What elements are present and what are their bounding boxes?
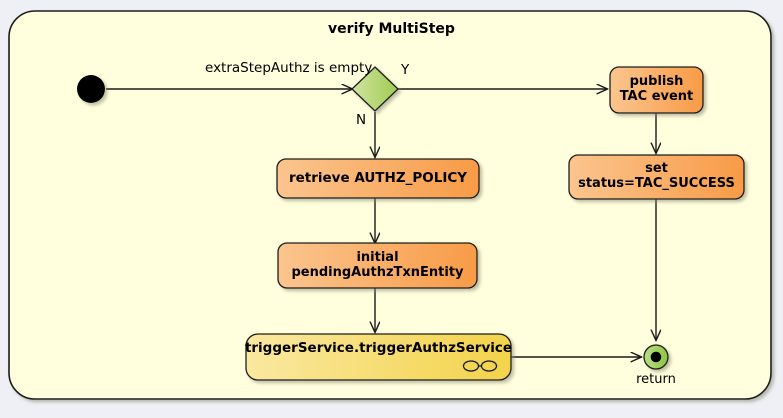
activity-set-status (568, 154, 745, 200)
call-activity-icon (462, 360, 498, 372)
edge-label-yes: Y (401, 62, 410, 78)
frame-title: verify MultiStep (328, 21, 455, 37)
end-node-caption: return (636, 372, 676, 387)
decision-node (351, 66, 399, 112)
end-node (643, 344, 669, 370)
activity-frame (8, 10, 772, 400)
edge-label-guard-condition: extraStepAuthz is empty (205, 60, 373, 76)
activity-retrieve-authz-policy (276, 158, 480, 199)
activity-publish-tac-event (609, 66, 704, 114)
start-node (77, 75, 105, 103)
activity-initial-pending-authz (277, 242, 478, 289)
edge-label-no: N (356, 112, 367, 128)
activity-trigger-authz-service (245, 333, 512, 381)
